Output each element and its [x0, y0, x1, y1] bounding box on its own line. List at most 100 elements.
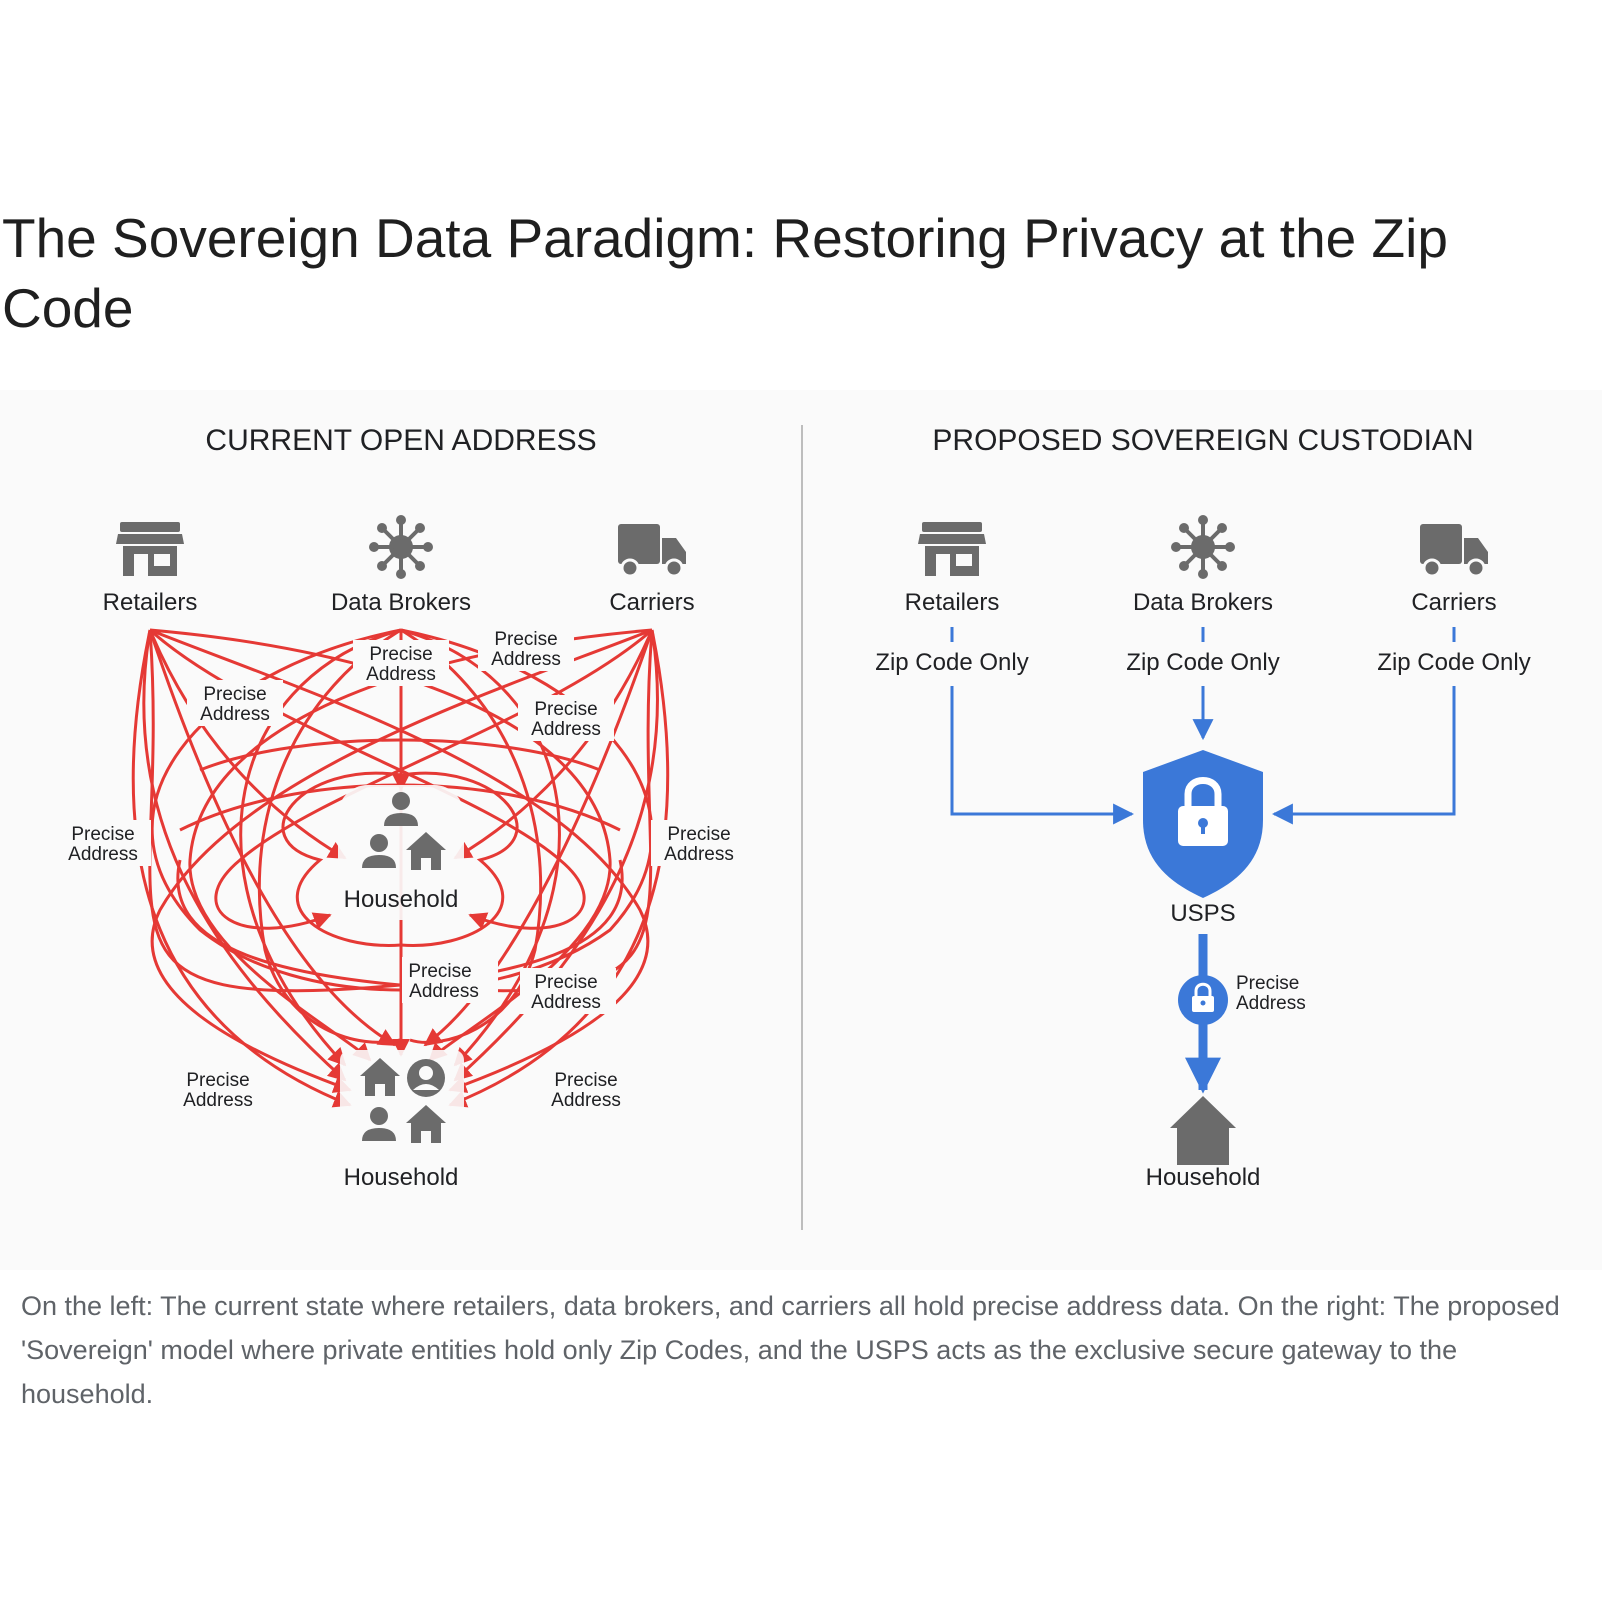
edge-label-line2: Address	[531, 719, 601, 740]
left-retailers-label: Retailers	[103, 589, 198, 616]
left-edge-labels: Precise Address Precise Address Precise …	[55, 625, 747, 1112]
household-middle-backdrop	[338, 785, 464, 920]
right-household-label: Household	[1146, 1164, 1261, 1191]
right-household-node: Household	[1146, 1096, 1261, 1191]
edge-label: Precise Address	[55, 820, 151, 866]
edge-carriers-household-e	[150, 628, 653, 1093]
zip-code-only-label: Zip Code Only	[1377, 649, 1530, 676]
zip-code-only-label: Zip Code Only	[1126, 649, 1279, 676]
right-data-brokers-label: Data Brokers	[1133, 589, 1273, 616]
edge-label-line1: Precise	[186, 1070, 249, 1091]
storefront-icon	[116, 522, 184, 576]
edge-label-line1: Precise	[203, 684, 266, 705]
truck-icon	[616, 522, 688, 578]
house-icon	[1170, 1096, 1236, 1165]
edge-label-backdrop	[170, 1066, 266, 1112]
gateway-label-line2: Address	[1236, 993, 1306, 1014]
network-hub-icon	[1169, 513, 1237, 581]
edge-label-line1: Precise	[369, 644, 432, 665]
edge-label-backdrop	[402, 957, 498, 1003]
comparison-diagram: CURRENT OPEN ADDRESS Retailers Data Brok…	[0, 390, 1602, 1270]
edge-brokers-loop-a	[257, 628, 402, 1044]
edge-label-backdrop	[478, 625, 574, 671]
network-hub-icon	[367, 513, 435, 581]
left-household-bottom-label: Household	[344, 1164, 459, 1191]
left-panel-title: CURRENT OPEN ADDRESS	[205, 424, 596, 457]
flow-retailers-usps	[950, 686, 1135, 825]
right-carriers-node: Carriers	[1411, 522, 1497, 616]
edge-label-line1: Precise	[408, 961, 471, 982]
edge-carriers-household-b	[453, 629, 660, 1082]
left-carriers-node: Carriers	[609, 522, 695, 616]
usps-label: USPS	[1170, 900, 1235, 927]
person-circle-icon	[407, 1059, 445, 1097]
edge-label-line1: Precise	[534, 972, 597, 993]
shield-lock-icon	[1143, 750, 1263, 898]
right-zip-flows	[950, 627, 1456, 825]
edge-label-line2: Address	[409, 981, 479, 1002]
edge-label: Precise Address	[187, 680, 283, 726]
edge-label-line2: Address	[491, 649, 561, 670]
edge-retailers-household-b	[142, 629, 347, 1082]
edge-label-line2: Address	[200, 704, 270, 725]
edge-label-line1: Precise	[534, 699, 597, 720]
flow-carriers-usps	[1271, 686, 1456, 825]
edge-brokers-loop-c	[150, 628, 654, 992]
edge-label-backdrop	[520, 968, 616, 1014]
right-panel-title: PROPOSED SOVEREIGN CUSTODIAN	[932, 424, 1473, 457]
edge-household-ring	[281, 771, 519, 947]
edge-label: Precise Address	[651, 820, 747, 866]
truck-icon	[1418, 522, 1490, 578]
edge-brokers-loop-b	[400, 628, 543, 1044]
edge-label-line1: Precise	[494, 629, 557, 650]
edge-label: Precise Address	[518, 695, 614, 741]
left-household-middle: Household	[338, 785, 464, 920]
edge-label-backdrop	[651, 820, 747, 866]
edge-cross-arc-a	[199, 738, 601, 772]
edge-label: Precise Address	[520, 968, 616, 1014]
edge-label-backdrop	[187, 680, 283, 726]
edge-label-line2: Address	[531, 992, 601, 1013]
edge-label-line1: Precise	[71, 824, 134, 845]
left-household-bottom: Household	[340, 1050, 464, 1191]
right-data-brokers-node: Data Brokers	[1133, 513, 1273, 616]
edge-label-line1: Precise	[554, 1070, 617, 1091]
edge-carriers-household-d	[423, 629, 654, 1047]
diagram-canvas: CURRENT OPEN ADDRESS Retailers Data Brok…	[55, 424, 1531, 1230]
right-carriers-label: Carriers	[1411, 589, 1496, 616]
edge-retailers-household-c	[131, 629, 352, 1108]
edge-label-line2: Address	[551, 1090, 621, 1111]
figure-caption: On the left: The current state where ret…	[21, 1291, 1560, 1409]
zip-code-only-label: Zip Code Only	[875, 649, 1028, 676]
edge-label: Precise Address	[402, 957, 498, 1003]
edge-label-line2: Address	[366, 664, 436, 685]
page-title: The Sovereign Data Paradigm: Restoring P…	[2, 207, 1448, 339]
edge-label-backdrop	[518, 695, 614, 741]
left-tangled-edges	[131, 628, 670, 1108]
edge-retailers-household-d	[148, 629, 397, 1047]
right-retailers-node: Retailers	[905, 522, 1000, 616]
left-data-brokers-node: Data Brokers	[331, 513, 471, 616]
edge-carriers-household-c	[448, 629, 670, 1108]
left-household-middle-label: Household	[344, 886, 459, 913]
edge-label-line1: Precise	[667, 824, 730, 845]
edge-label-line2: Address	[183, 1090, 253, 1111]
edge-brokers-household-a	[239, 628, 402, 1067]
edge-label: Precise Address	[353, 640, 449, 686]
edge-label: Precise Address	[538, 1066, 634, 1112]
left-carriers-label: Carriers	[609, 589, 694, 616]
edge-carriers-household-a	[453, 629, 654, 860]
edge-label-backdrop	[538, 1066, 634, 1112]
right-retailers-label: Retailers	[905, 589, 1000, 616]
storefront-icon	[918, 522, 986, 576]
gateway-label-line1: Precise	[1236, 973, 1299, 994]
edge-retailers-household-a	[148, 629, 347, 860]
lock-icon	[1178, 975, 1228, 1025]
edge-carriers-loop-b	[176, 629, 654, 993]
edge-label: Precise Address	[170, 1066, 266, 1112]
edge-label-line2: Address	[68, 844, 138, 865]
edge-label-line2: Address	[664, 844, 734, 865]
edge-label-backdrop	[55, 820, 151, 866]
left-retailers-node: Retailers	[103, 522, 198, 616]
edge-label-backdrop	[353, 640, 449, 686]
